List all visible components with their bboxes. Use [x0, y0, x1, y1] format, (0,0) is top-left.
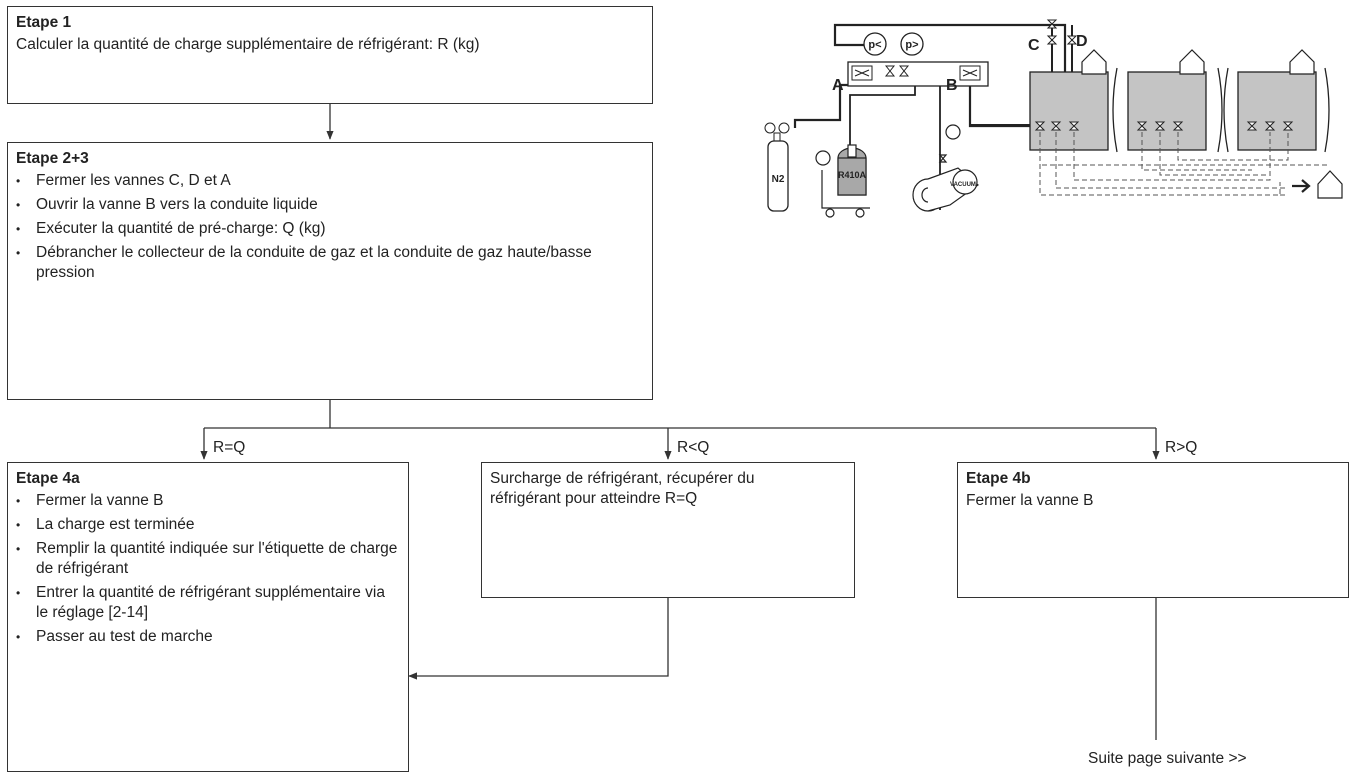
nitrogen-cylinder-icon	[764, 122, 790, 212]
step4a-item: Remplir la quantité indiquée sur l'étiqu…	[16, 539, 400, 579]
branch-label-lt: R<Q	[677, 439, 710, 456]
overcharge-box: Surcharge de réfrigérant, récupérer du r…	[481, 462, 855, 598]
house-icon	[1081, 49, 1343, 199]
step23-box: Etape 2+3 Fermer les vannes C, D et A Ou…	[7, 142, 653, 400]
step4a-item: Passer au test de marche	[16, 627, 400, 647]
step23-list: Fermer les vannes C, D et A Ouvrir la va…	[16, 171, 644, 283]
valve-label-b: B	[946, 77, 958, 94]
valve-label-c: C	[1028, 37, 1040, 54]
step4a-title: Etape 4a	[16, 470, 80, 487]
step4b-text: Fermer la vanne B	[966, 492, 1094, 509]
arrow-right-icon	[1292, 179, 1311, 193]
step23-title: Etape 2+3	[16, 150, 89, 167]
branch-label-eq: R=Q	[213, 439, 246, 456]
step23-item: Ouvrir la vanne B vers la conduite liqui…	[16, 195, 644, 215]
refrigerant-label: R410A	[838, 170, 867, 180]
step4a-item: La charge est terminée	[16, 515, 400, 535]
gauge-high-label: p>	[905, 39, 918, 51]
arrow-overcharge-to-step4a	[408, 598, 669, 680]
charging-schematic: p< p> A B C D N2 R410A VACUUM	[764, 19, 1343, 218]
overcharge-text: Surcharge de réfrigérant, récupérer du r…	[490, 470, 755, 507]
branch-label-gt: R>Q	[1165, 439, 1198, 456]
step4b-title: Etape 4b	[966, 470, 1031, 487]
step23-item: Débrancher le collecteur de la conduite …	[16, 243, 644, 283]
gauge-low-icon	[863, 32, 887, 56]
gauge-high-icon	[900, 32, 924, 56]
step4a-list: Fermer la vanne B La charge est terminée…	[16, 491, 400, 647]
valve-label-d: D	[1076, 33, 1088, 50]
step23-item: Fermer les vannes C, D et A	[16, 171, 644, 191]
continue-label: Suite page suivante >>	[1088, 750, 1247, 767]
step1-text: Calculer la quantité de charge supplémen…	[16, 36, 480, 53]
outdoor-unit	[1029, 71, 1317, 151]
step23-item: Exécuter la quantité de pré-charge: Q (k…	[16, 219, 644, 239]
nitrogen-label: N2	[772, 174, 785, 185]
step4a-item: Fermer la vanne B	[16, 491, 400, 511]
step1-title: Etape 1	[16, 14, 72, 31]
valve-label-a: A	[832, 77, 844, 94]
step4a-box: Etape 4a Fermer la vanne B La charge est…	[7, 462, 409, 772]
gauge-low-label: p<	[868, 39, 881, 51]
refrigerant-cylinder-icon	[815, 144, 870, 218]
vacuum-pump-label: VACUUM	[950, 182, 976, 188]
vacuum-pump-icon	[912, 124, 979, 212]
step1-box: Etape 1 Calculer la quantité de charge s…	[7, 6, 653, 104]
step4a-item: Entrer la quantité de réfrigérant supplé…	[16, 583, 400, 623]
step4b-box: Etape 4b Fermer la vanne B	[957, 462, 1349, 598]
